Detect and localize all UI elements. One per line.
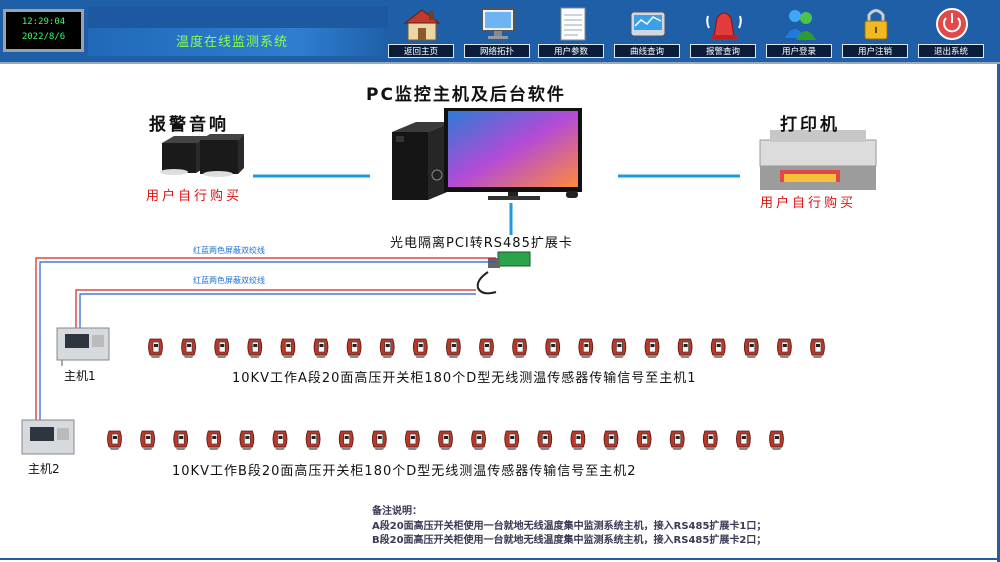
row-b-caption: 10KV工作B段20面高压开关柜180个D型无线测温传感器传输信号至主机2 xyxy=(172,464,637,479)
sensor-icon xyxy=(810,338,825,358)
nav-button-login[interactable]: 用户登录 xyxy=(764,0,836,62)
nav-label: 用户登录 xyxy=(766,44,832,58)
notes-heading: 备注说明： xyxy=(372,506,422,517)
document-icon xyxy=(560,7,586,41)
system-title: 温度在线监测系统 xyxy=(176,35,289,50)
sensor-icon xyxy=(677,338,693,358)
printer-note: 用户自行购买 xyxy=(760,196,857,211)
alarm-title: 报警音响 xyxy=(149,115,229,135)
sensor-icon xyxy=(644,338,660,358)
home-icon xyxy=(403,9,441,41)
sensor-icon xyxy=(140,430,155,450)
nav-label: 用户参数 xyxy=(538,44,604,58)
sensor-icon xyxy=(603,430,619,450)
sensor-icon xyxy=(206,430,222,450)
row-a-caption: 10KV工作A段20面高压开关柜180个D型无线测温传感器传输信号至主机1 xyxy=(232,371,697,386)
speaker-icon xyxy=(160,134,244,177)
sensor-icon xyxy=(710,338,726,358)
sensor-icon xyxy=(338,430,354,450)
sensor-icon xyxy=(272,430,288,450)
nav-button-logout[interactable]: 用户注销 xyxy=(840,0,912,62)
sensor-icon xyxy=(379,338,395,358)
sensor-icon xyxy=(702,430,718,450)
card-label: 光电隔离PCI转RS485扩展卡 xyxy=(390,236,573,251)
sensor-icon xyxy=(669,430,685,450)
sensor-icon xyxy=(777,338,792,358)
nav-label: 退出系统 xyxy=(918,44,984,58)
sensor-icon xyxy=(148,338,163,358)
users-icon xyxy=(785,10,816,40)
printer-title: 打印机 xyxy=(780,115,840,135)
sensor-icon xyxy=(305,430,321,450)
sensor-icon xyxy=(570,430,586,450)
sensor-row-a xyxy=(148,338,825,358)
host2-label: 主机2 xyxy=(28,462,60,476)
sensor-icon xyxy=(181,338,196,358)
nav-button-curve[interactable]: 曲线查询 xyxy=(612,0,684,62)
host1-device-icon xyxy=(56,327,110,361)
alarm-note: 用户自行购买 xyxy=(146,189,243,204)
nav-button-exit[interactable]: 退出系统 xyxy=(916,0,988,62)
nav-label: 报警查询 xyxy=(690,44,756,58)
host1-label: 主机1 xyxy=(64,369,96,383)
alarm-icon xyxy=(706,12,742,39)
title-bar: 温度在线监测系统 xyxy=(88,6,388,56)
pc-host-title: PC监控主机及后台软件 xyxy=(366,85,566,105)
monitor-icon xyxy=(444,108,582,200)
lock-icon xyxy=(864,9,888,40)
sensor-icon xyxy=(611,338,627,358)
sensor-icon xyxy=(107,430,122,450)
nav-label: 曲线查询 xyxy=(614,44,680,58)
sensor-icon xyxy=(173,430,189,450)
cable-label-1: 红蓝两色屏蔽双绞线 xyxy=(193,246,265,255)
sensor-icon xyxy=(479,338,494,358)
sensor-icon xyxy=(743,338,759,358)
sensor-icon xyxy=(736,430,751,450)
pc-tower-icon xyxy=(392,122,452,200)
sensor-row-b xyxy=(107,430,784,450)
sensor-icon xyxy=(214,338,230,358)
notes-line-2: B段20面高压开关柜使用一台就地无线温度集中监测系统主机，接入RS485扩展卡2… xyxy=(372,535,767,546)
sensor-icon xyxy=(280,338,296,358)
sensor-icon xyxy=(545,338,561,358)
nav-label: 用户注销 xyxy=(842,44,908,58)
nav-label: 返回主页 xyxy=(388,44,454,58)
nav-button-params[interactable]: 用户参数 xyxy=(536,0,608,62)
host2-device-icon xyxy=(21,419,75,455)
power-icon xyxy=(936,8,968,40)
nav-label: 网络拓扑 xyxy=(464,44,530,58)
sensor-icon xyxy=(512,338,527,358)
printer-icon xyxy=(759,130,877,190)
chart-icon xyxy=(630,11,666,37)
notes-line-1: A段20面高压开关柜使用一台就地无线温度集中监测系统主机，接入RS485扩展卡1… xyxy=(372,521,767,532)
nav-button-topology[interactable]: 网络拓扑 xyxy=(462,0,534,62)
sensor-icon xyxy=(438,430,453,450)
nav-button-home[interactable]: 返回主页 xyxy=(386,0,458,62)
sensor-icon xyxy=(446,338,461,358)
header-rule xyxy=(0,62,1000,64)
sensor-icon xyxy=(578,338,594,358)
sensor-icon xyxy=(471,430,486,450)
monitor-icon xyxy=(481,8,515,39)
right-border xyxy=(997,64,1000,562)
sensor-icon xyxy=(537,430,553,450)
sensor-icon xyxy=(412,338,428,358)
nav-button-alarm[interactable]: 报警查询 xyxy=(688,0,760,62)
clock-date: 2022/8/6 xyxy=(21,32,66,42)
bottom-border xyxy=(0,558,1000,560)
clock-time: 12:29:04 xyxy=(21,17,66,27)
sensor-icon xyxy=(504,430,520,450)
sensor-icon xyxy=(346,338,362,358)
sensor-icon xyxy=(636,430,652,450)
sensor-icon xyxy=(247,338,263,358)
sensor-icon xyxy=(239,430,255,450)
sensor-icon xyxy=(769,430,784,450)
cable-label-2: 红蓝两色屏蔽双绞线 xyxy=(193,276,265,285)
sensor-icon xyxy=(313,338,329,358)
rs485-card-icon xyxy=(476,251,531,295)
sensor-icon xyxy=(405,430,420,450)
clock-panel: 12:29:04 2022/8/6 xyxy=(3,9,84,52)
sensor-icon xyxy=(371,430,387,450)
